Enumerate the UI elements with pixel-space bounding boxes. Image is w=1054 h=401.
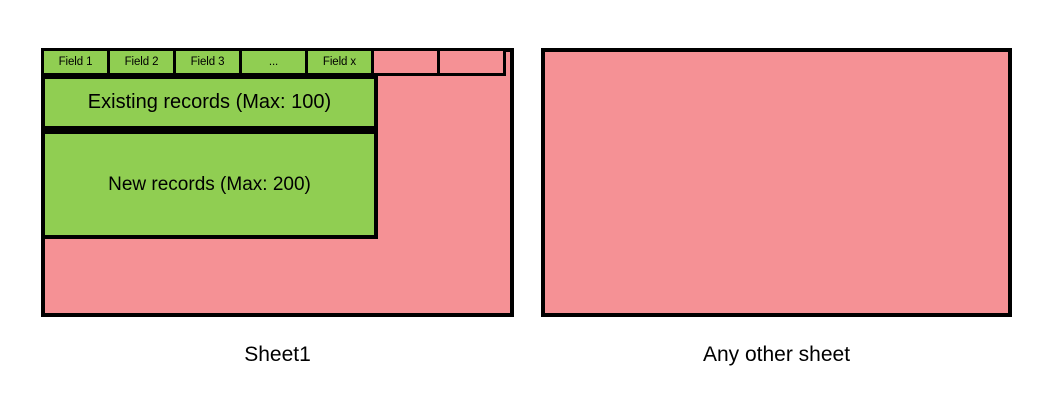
new-records-block: New records (Max: 200) <box>41 130 378 239</box>
sheet1-caption: Sheet1 <box>244 343 311 366</box>
any-other-sheet-caption: Any other sheet <box>702 343 851 366</box>
header-cell-field-3: Field 3 <box>173 48 242 76</box>
header-cell-field-2: Field 2 <box>107 48 176 76</box>
header-cell-field-1: Field 1 <box>41 48 110 76</box>
header-cell-ellipsis: ... <box>239 48 308 76</box>
header-cell-empty-1 <box>371 48 440 76</box>
existing-records-block: Existing records (Max: 100) <box>41 75 378 130</box>
header-cell-field-x: Field x <box>305 48 374 76</box>
header-cell-empty-2 <box>437 48 506 76</box>
sheet1-header-row: Field 1 Field 2 Field 3 ... Field x <box>41 48 514 76</box>
any-other-sheet-panel <box>541 48 1012 317</box>
